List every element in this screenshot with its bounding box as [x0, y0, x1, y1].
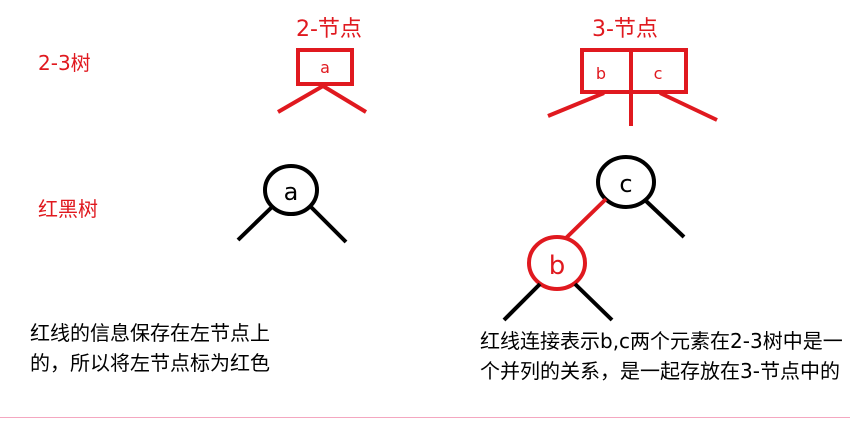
three-node-title: 3-节点 [592, 17, 658, 42]
rb-node-c-key: c [619, 170, 632, 198]
note-right: 红线连接表示b,c两个元素在2-3树中是一个并列的关系，是一起存放在3-节点中的 [480, 329, 843, 383]
rb-node-a-right-link [309, 205, 348, 244]
three-node-right-key: c [654, 64, 663, 83]
two-node-box [296, 48, 354, 86]
three-node-box [580, 48, 688, 94]
rb-red-link [564, 197, 608, 240]
two-node-right-link [321, 84, 368, 114]
rb-node-b [527, 235, 587, 291]
rb-node-a [263, 164, 319, 216]
row-label-two-three-tree: 2-3树 [38, 51, 91, 75]
two-node-left-link [276, 84, 325, 114]
three-node-left-link [547, 91, 605, 118]
rb-node-c-right-link [644, 199, 686, 239]
rb-node-b-key: b [549, 251, 566, 281]
rb-node-c [596, 155, 656, 209]
rb-node-a-left-link [236, 205, 274, 242]
rb-node-a-key: a [284, 178, 299, 206]
bottom-divider [0, 417, 850, 418]
three-node-left-key: b [596, 64, 606, 83]
two-node-key: a [320, 58, 330, 77]
note-left: 红线的信息保存在左节点上的，所以将左节点标为红色 [30, 321, 270, 375]
row-label-red-black-tree: 红黑树 [38, 197, 98, 221]
rb-node-b-right-link [573, 282, 614, 322]
rb-node-b-left-link [502, 282, 542, 322]
three-node-right-link [659, 91, 718, 122]
two-node-title: 2-节点 [296, 17, 362, 42]
